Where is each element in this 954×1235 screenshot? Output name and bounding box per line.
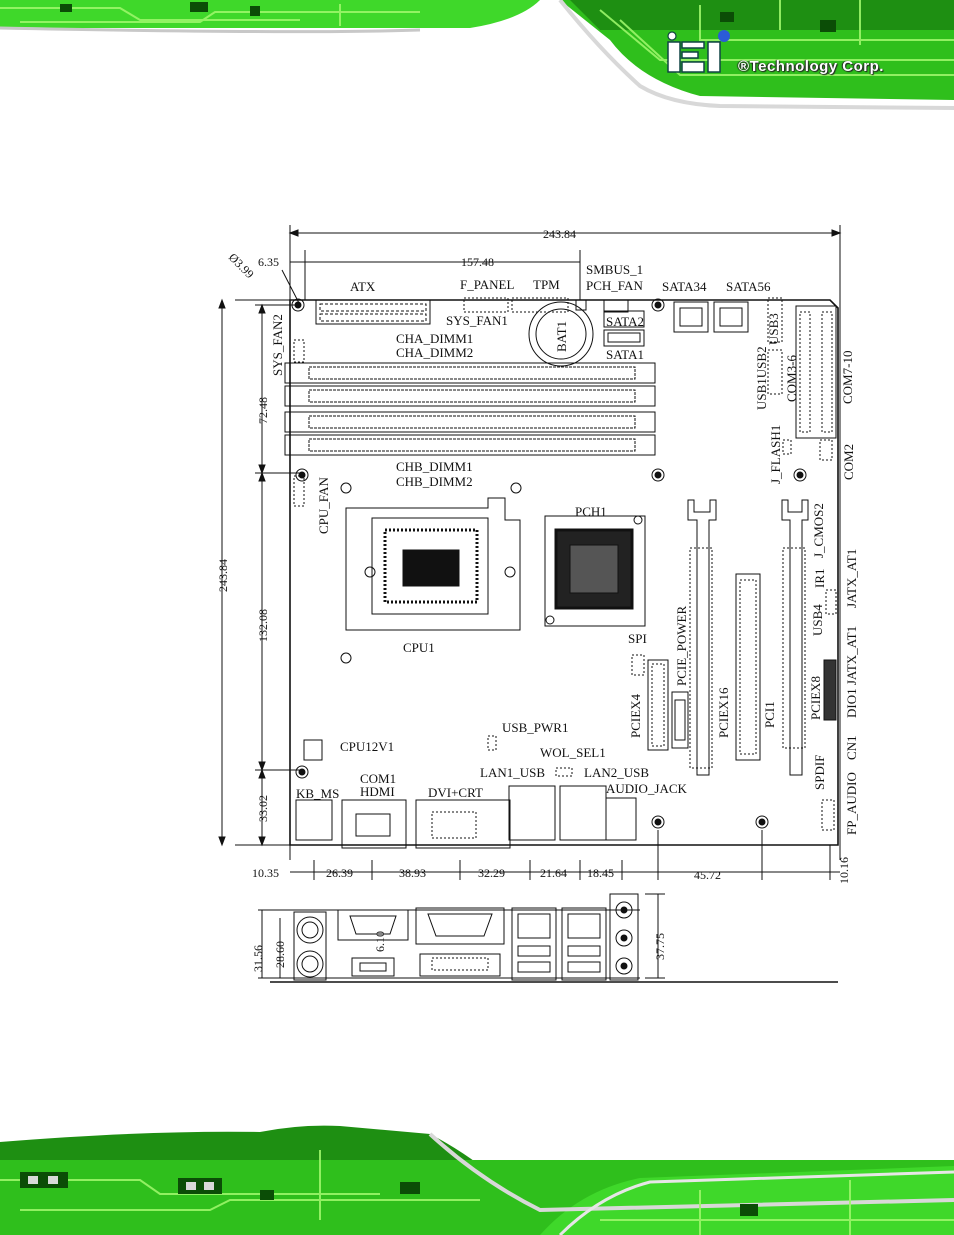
label-dio1-jatx: DIO1 JATX_AT1 (844, 626, 859, 718)
footer-banner (0, 1120, 954, 1235)
label-dvi-crt: DVI+CRT (428, 785, 483, 800)
label-sata2: SATA2 (606, 314, 644, 329)
label-sys-fan2: SYS_FAN2 (270, 314, 285, 376)
label-sys-fan1: SYS_FAN1 (446, 313, 508, 328)
label-audio-jack: AUDIO_JACK (606, 781, 688, 796)
label-sata34: SATA34 (662, 279, 707, 294)
dim-hole-dia: Ø3.99 (226, 250, 257, 281)
label-com7-10: COM7-10 (840, 351, 855, 404)
dim-io3775: 37.75 (653, 933, 667, 960)
label-wol-sel1: WOL_SEL1 (540, 745, 606, 760)
dim-h33: 33.02 (256, 795, 270, 822)
label-lan1-usb: LAN1_USB (480, 765, 545, 780)
dim-b1016: 10.16 (837, 857, 851, 884)
label-cpu-fan: CPU_FAN (316, 477, 331, 534)
pcb-header-graphic (0, 0, 954, 110)
label-pcie-power: PCIE_POWER (674, 606, 689, 687)
dim-h132: 132.08 (256, 609, 270, 642)
mounting-holes (291, 298, 807, 829)
label-usb3: USB3 (766, 313, 781, 345)
company-name: ®Technology Corp. (738, 58, 884, 75)
header-banner (0, 0, 954, 110)
label-com3-6: COM3-6 (784, 355, 799, 402)
label-pci1: PCI1 (762, 701, 777, 728)
label-smbus: SMBUS_1 (586, 262, 643, 277)
dim-io610: 6.10 (373, 931, 387, 952)
dim-io2860: 28.60 (273, 941, 287, 968)
label-tpm: TPM (533, 277, 560, 292)
dim-b4572: 45.72 (694, 868, 721, 882)
label-f-panel: F_PANEL (460, 277, 514, 292)
label-cpu12v1: CPU12V1 (340, 739, 394, 754)
label-chb-dimm2: CHB_DIMM2 (396, 474, 473, 489)
label-cpu1: CPU1 (403, 640, 435, 655)
dim-total-width: 243.84 (543, 227, 576, 241)
label-atx: ATX (350, 279, 376, 294)
label-bat1: BAT1 (554, 321, 569, 352)
label-lan2-usb: LAN2_USB (584, 765, 649, 780)
label-pciex8: PCIEX8 (808, 676, 823, 720)
dim-b3229: 32.29 (478, 866, 505, 880)
label-pch-fan: PCH_FAN (586, 278, 643, 293)
dim-top-offset: 157.48 (461, 255, 494, 269)
label-j-cmos2: J_CMOS2 (811, 503, 826, 558)
label-fp-audio: FP_AUDIO (844, 772, 859, 835)
dim-left-offset: 6.35 (258, 255, 279, 269)
label-cha-dimm2: CHA_DIMM2 (396, 345, 473, 360)
label-sata1: SATA1 (606, 347, 644, 362)
label-cha-dimm1: CHA_DIMM1 (396, 331, 473, 346)
label-spdif: SPDIF (812, 755, 827, 790)
label-ir1: IR1 (812, 569, 827, 589)
label-pciex4: PCIEX4 (628, 693, 643, 738)
label-usb1usb2: USB1USB2 (754, 346, 769, 410)
label-spi: SPI (628, 631, 647, 646)
label-com2: COM2 (841, 444, 856, 480)
dim-b2639: 26.39 (326, 866, 353, 880)
component-labels: ATX F_PANEL TPM SMBUS_1 PCH_FAN SATA34 S… (270, 262, 859, 835)
label-cn1: CN1 (844, 735, 859, 760)
dim-total-height: 243.84 (216, 559, 230, 592)
dim-h72: 72.48 (256, 397, 270, 424)
label-com1: COM1 (360, 771, 396, 786)
label-chb-dimm1: CHB_DIMM1 (396, 459, 473, 474)
label-usb4: USB4 (810, 604, 825, 636)
dim-io3156: 31.56 (251, 945, 265, 972)
dim-b1035: 10.35 (252, 866, 279, 880)
dim-b3893: 38.93 (399, 866, 426, 880)
label-hdmi: HDMI (360, 784, 395, 799)
label-j-flash1: J_FLASH1 (768, 425, 783, 484)
label-pciex16: PCIEX16 (716, 687, 731, 738)
dim-b1845: 18.45 (587, 866, 614, 880)
dimension-values: 243.84 157.48 Ø3.99 6.35 243.84 72.48 13… (216, 227, 851, 972)
label-sata56: SATA56 (726, 279, 771, 294)
dimm-slots (284, 362, 656, 456)
label-usb-pwr1: USB_PWR1 (502, 720, 568, 735)
dim-b2164: 21.64 (540, 866, 567, 880)
label-pch1: PCH1 (575, 504, 607, 519)
label-kb-ms: KB_MS (296, 786, 339, 801)
label-jatx-at1: JATX_AT1 (844, 549, 859, 608)
pcb-footer-graphic (0, 1120, 954, 1235)
